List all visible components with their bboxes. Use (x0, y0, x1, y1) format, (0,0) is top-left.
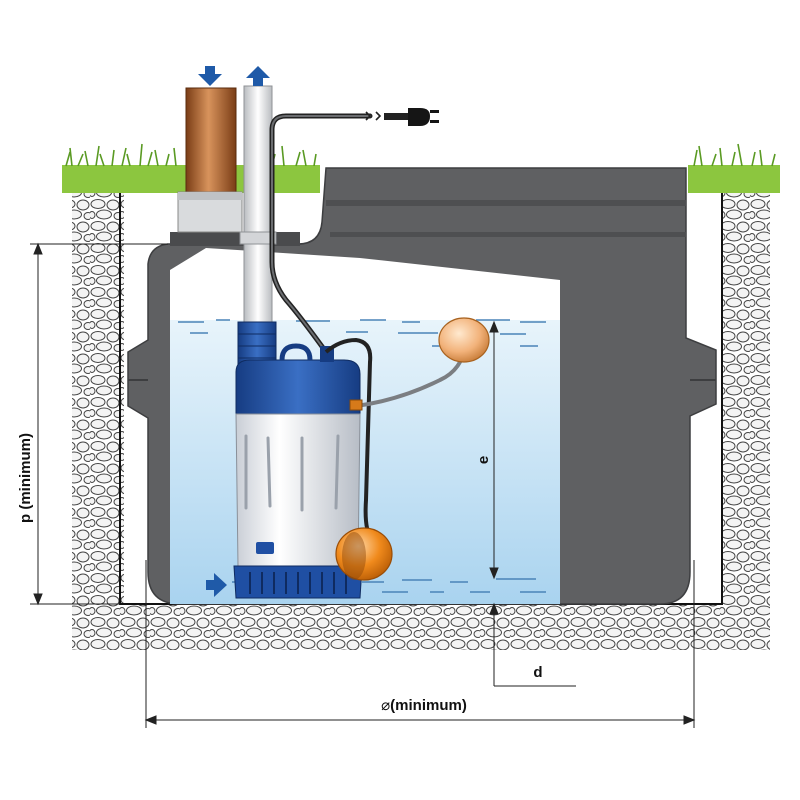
tank (127, 167, 717, 605)
water-ripples (178, 319, 546, 593)
gravel-bottom (72, 604, 770, 650)
width-symbol: ⌀ (381, 697, 390, 714)
power-plug-icon (365, 108, 439, 126)
float-lowered-shade (342, 532, 366, 580)
pump-motor-grooves (244, 434, 340, 512)
inlet-pipe-body (185, 87, 237, 197)
float-clip (349, 399, 363, 411)
float-raised (438, 317, 490, 363)
float-cable (324, 337, 374, 542)
inlet-pipe-socket-rim (178, 192, 242, 200)
float-switch (324, 317, 490, 581)
dim-e-arrow-bottom (489, 567, 499, 580)
pump-label-plate (256, 542, 274, 554)
label-water-height: e (475, 456, 492, 464)
dimension-lines (30, 242, 696, 728)
pump-base-slots (249, 572, 347, 594)
gravel-right (722, 193, 770, 625)
dim-w-arrow-left (144, 715, 157, 725)
discharge-pipe (239, 85, 277, 331)
cable-inner (271, 115, 371, 353)
gravel-left (72, 193, 124, 625)
pump-outlet-rings (238, 333, 276, 359)
dim-e-arrow-top (489, 320, 499, 333)
dim-d-arrow (489, 602, 499, 615)
dim-p-arrow-bottom (33, 593, 43, 606)
pump-top-cover (235, 359, 361, 415)
arrow-up-icon (246, 66, 270, 86)
discharge-pipe-body (243, 85, 273, 331)
gravel-backfill (72, 193, 770, 650)
label-depth: p (minimum) (17, 433, 34, 523)
tank-collar (170, 232, 300, 246)
dim-p-arrow-top (33, 242, 43, 255)
float-lowered (335, 527, 393, 581)
inlet-pipe (177, 87, 243, 233)
power-cable (269, 108, 439, 355)
discharge-pipe-flange (239, 231, 277, 245)
submersible-pump (233, 321, 363, 599)
dim-w-arrow-right (683, 715, 696, 725)
tank-ridge-1 (326, 200, 686, 206)
label-offset: d (533, 664, 542, 681)
width-text: (minimum) (390, 697, 467, 714)
arrow-down-icon (198, 66, 222, 86)
tank-ridge-2 (330, 232, 686, 237)
grass-blades-right (693, 143, 776, 167)
label-width: ⌀(minimum) (381, 697, 467, 714)
pump-handle (279, 343, 313, 361)
arrow-right-icon (206, 573, 227, 597)
grass-strip-right (688, 165, 780, 193)
